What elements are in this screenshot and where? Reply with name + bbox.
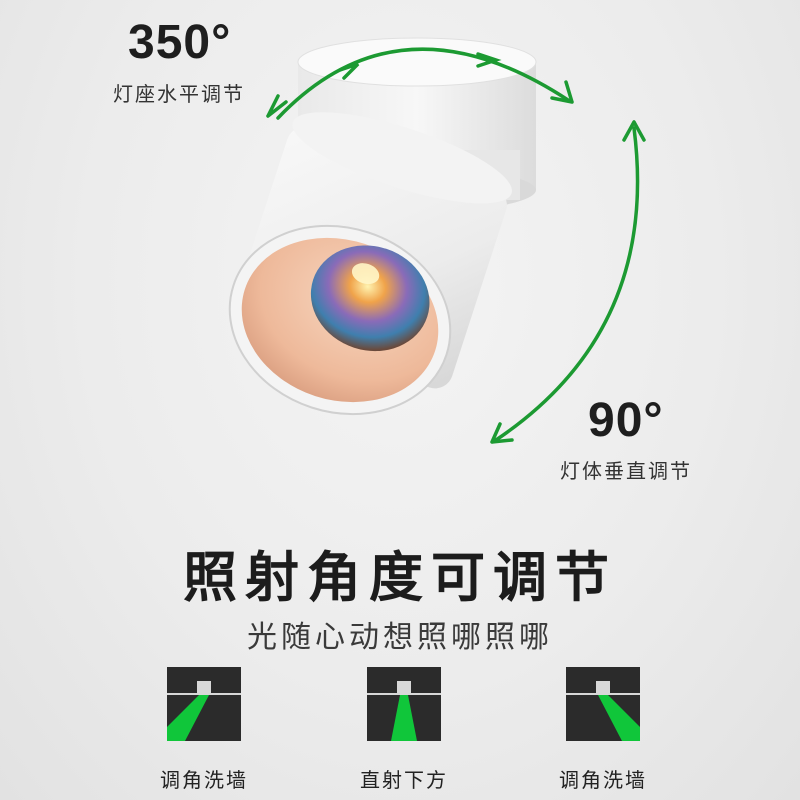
lamp-lens	[310, 245, 430, 352]
horizontal-rotation-arrow	[266, 47, 574, 120]
lamp-face	[228, 224, 452, 416]
vertical-angle: 90°	[588, 394, 664, 447]
mode-label-direct-down: 直射下方	[360, 770, 448, 792]
page-subtitle: 光随心动想照哪照哪	[247, 621, 553, 654]
spotlight-illustration	[228, 37, 646, 444]
wall-wash-right-icon	[566, 667, 640, 741]
horizontal-caption: 灯座水平调节	[113, 84, 245, 106]
page-title: 照射角度可调节	[183, 548, 617, 608]
horizontal-angle: 350°	[128, 16, 232, 69]
vertical-caption: 灯体垂直调节	[560, 461, 692, 483]
vertical-rotation-arrow	[490, 120, 646, 444]
direct-down-icon	[367, 667, 441, 741]
mode-label-wall-wash-right: 调角洗墙	[559, 770, 647, 792]
wall-wash-left-icon	[167, 667, 241, 741]
mode-label-wall-wash-left: 调角洗墙	[160, 770, 248, 792]
